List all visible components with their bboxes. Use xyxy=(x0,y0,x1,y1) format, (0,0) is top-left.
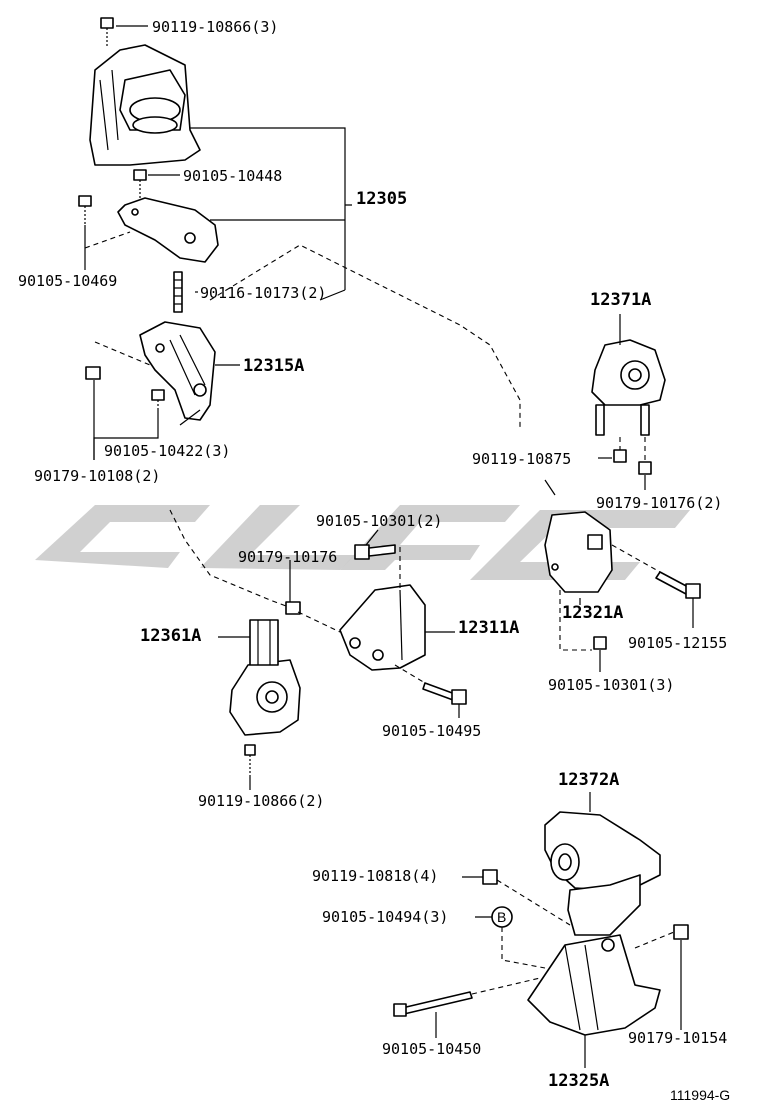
engine-mount-12372A xyxy=(544,811,661,936)
nut-icon xyxy=(673,924,689,940)
callout-b-label: B xyxy=(497,909,506,925)
figure-id: 111994-G xyxy=(670,1087,730,1103)
part-label-12371A: 12371A xyxy=(590,290,651,310)
nut-icon xyxy=(638,461,652,475)
part-label-90105-12155: 90105-12155 xyxy=(628,634,727,652)
part-label-12311A: 12311A xyxy=(458,618,519,638)
top-mount-bracket-12305 xyxy=(89,44,219,263)
bolt-icon xyxy=(593,636,607,650)
part-label-90119-10866-2: 90119-10866(2) xyxy=(198,792,324,810)
part-label-12321A: 12321A xyxy=(562,603,623,623)
bolt-icon xyxy=(78,195,92,226)
engine-mount-12361A xyxy=(229,619,301,736)
part-label-90105-10494-3: 90105-10494(3) xyxy=(322,908,448,926)
part-label-90105-10495: 90105-10495 xyxy=(382,722,481,740)
nut-icon xyxy=(285,601,301,615)
nut-icon xyxy=(85,366,101,380)
mount-bracket-12311A xyxy=(339,584,426,671)
part-label-90119-10818-4: 90119-10818(4) xyxy=(312,867,438,885)
part-label-12315A: 12315A xyxy=(243,356,304,376)
part-label-90179-10108-2: 90179-10108(2) xyxy=(34,467,160,485)
part-label-12361A: 12361A xyxy=(140,626,201,646)
bolt-icon xyxy=(655,571,701,599)
part-label-90179-10176-2: 90179-10176(2) xyxy=(596,494,722,512)
part-label-90105-10422-3: 90105-10422(3) xyxy=(104,442,230,460)
part-label-12372A: 12372A xyxy=(558,770,619,790)
bolt-icon xyxy=(100,17,114,48)
mount-bracket-12325A xyxy=(527,934,661,1036)
part-label-90179-10154: 90179-10154 xyxy=(628,1029,727,1047)
engine-mount-bracket-12315A xyxy=(139,321,216,421)
part-label-90105-10469: 90105-10469 xyxy=(18,272,117,290)
engine-mount-12371A xyxy=(591,339,666,436)
bolt-icon xyxy=(244,744,256,775)
mount-bracket-12321A xyxy=(544,511,613,593)
part-label-12325A: 12325A xyxy=(548,1071,609,1091)
bolt-icon xyxy=(133,169,147,198)
part-label-90179-10176: 90179-10176 xyxy=(238,548,337,566)
part-label-90105-10301-3: 90105-10301(3) xyxy=(548,676,674,694)
part-label-90116-10173-2: 90116-10173(2) xyxy=(200,284,326,302)
part-label-90119-10875: 90119-10875 xyxy=(472,450,571,468)
bolt-icon xyxy=(354,544,396,560)
part-label-90105-10301-2: 90105-10301(2) xyxy=(316,512,442,530)
part-label-12305: 12305 xyxy=(356,189,407,209)
bolt-icon xyxy=(151,389,165,412)
bolt-icon xyxy=(482,869,498,885)
long-bolt-icon xyxy=(393,991,473,1017)
bolt-icon xyxy=(422,682,467,705)
part-label-90105-10450: 90105-10450 xyxy=(382,1040,481,1058)
stud-icon xyxy=(173,271,183,313)
nut-icon xyxy=(613,449,627,463)
part-label-90105-10448: 90105-10448 xyxy=(183,167,282,185)
part-label-90119-10866-3: 90119-10866(3) xyxy=(152,18,278,36)
